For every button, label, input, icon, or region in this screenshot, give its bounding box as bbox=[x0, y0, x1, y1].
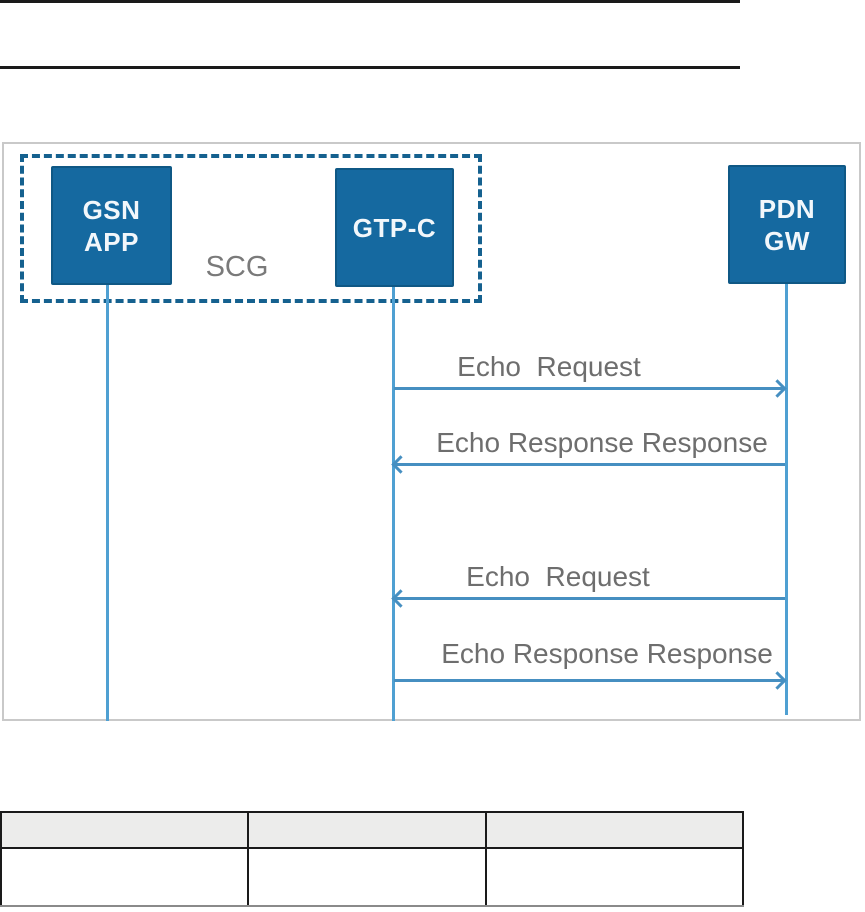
table-header-cell bbox=[485, 811, 744, 849]
message-arrow bbox=[394, 463, 785, 466]
message-arrow bbox=[394, 679, 785, 682]
lifeline-gtp-c bbox=[392, 287, 395, 721]
message-label: Echo Request bbox=[457, 351, 641, 382]
message-label: Echo Response Response bbox=[441, 638, 773, 669]
scg-label: SCG bbox=[205, 251, 269, 283]
arrowhead-icon bbox=[768, 671, 787, 690]
node-label: GSN bbox=[82, 194, 141, 225]
lifeline-gsn-app bbox=[106, 285, 109, 721]
lifeline-pdn-gw bbox=[785, 284, 788, 715]
header-rule-bottom bbox=[0, 66, 740, 69]
node-gtp-c: GTP-C bbox=[335, 168, 454, 287]
table-header-row bbox=[0, 811, 744, 849]
table-header-cell bbox=[247, 811, 487, 849]
table-header-cell bbox=[0, 811, 249, 849]
table-cell bbox=[247, 847, 487, 907]
node-label: GW bbox=[764, 225, 810, 256]
message-arrow bbox=[394, 387, 785, 390]
table-cell bbox=[0, 847, 249, 907]
message-label: Echo Request bbox=[466, 561, 650, 592]
node-label: GTP-C bbox=[352, 212, 437, 243]
arrowhead-icon bbox=[768, 379, 787, 398]
node-label: PDN bbox=[758, 193, 816, 224]
table-cell bbox=[485, 847, 744, 907]
node-label: APP bbox=[84, 226, 139, 257]
scg-group-box bbox=[20, 154, 482, 303]
table-row bbox=[0, 847, 744, 907]
header-rule-top bbox=[0, 0, 740, 3]
message-arrow bbox=[394, 597, 785, 600]
message-label: Echo Response Response bbox=[436, 427, 768, 458]
spec-table-body bbox=[0, 847, 744, 907]
spec-table bbox=[0, 811, 744, 907]
